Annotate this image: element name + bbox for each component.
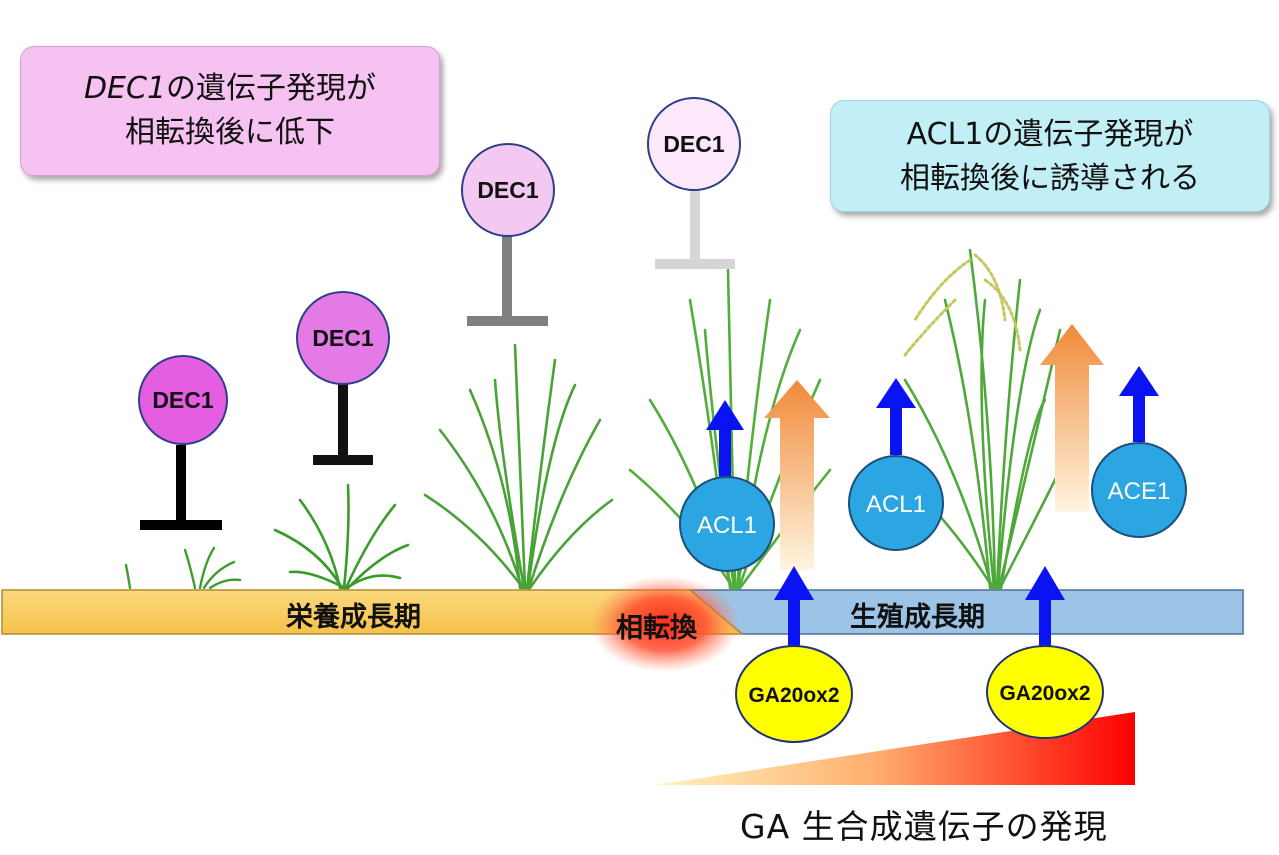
phase-bar [1, 576, 1244, 672]
reproductive-phase-label: 生殖成長期 [850, 602, 985, 633]
ga20ox2-circle-1 [735, 645, 853, 743]
dec1-circle-3 [461, 143, 555, 237]
blue-arrow-ga1-up [774, 566, 814, 648]
orange-arrow-1 [764, 380, 830, 570]
dec1-note-line1-rest: の遺伝子発現が [166, 71, 377, 106]
vegetative-phase-bar [1, 589, 745, 635]
orange-up-arrows [764, 324, 1104, 570]
dec1-circle-1 [138, 355, 228, 445]
dec1-inhibitors [140, 190, 735, 530]
dec1-label-2: DEC1 [312, 325, 374, 351]
inhibitor-4 [655, 190, 735, 269]
rice-plant-2 [273, 483, 410, 590]
acl1-label-2: ACL1 [866, 491, 926, 518]
ga20ox2-label-1: GA20ox2 [748, 684, 839, 707]
blue-arrow-ga2-up [1025, 566, 1065, 646]
blue-arrow-acl1-up [706, 400, 744, 478]
ace1-circle [1091, 442, 1187, 538]
dec1-circle-4 [647, 97, 741, 191]
ga-circles: GA20ox2 GA20ox2 [735, 645, 1104, 743]
dec1-label-4: DEC1 [663, 131, 725, 157]
dec1-expression-note: DEC1の遺伝子発現が 相転換後に低下 [20, 46, 440, 176]
inhibitor-1 [140, 445, 222, 530]
ga-expression-label: GA 生合成遺伝子の発現 [740, 807, 1108, 846]
inhibitor-3 [467, 236, 548, 326]
acl1-label-1: ACL1 [697, 512, 757, 539]
ace1-label: ACE1 [1108, 478, 1171, 505]
gene-circles: ACL1 ACL1 ACE1 [679, 442, 1187, 572]
blue-arrow-ace1-up [1119, 366, 1159, 442]
ga20ox2-circle-2 [986, 645, 1104, 739]
dec1-circle-2 [296, 291, 390, 385]
rice-plant-3 [423, 343, 614, 590]
dec1-note-line2: 相転換後に低下 [125, 115, 335, 150]
transition-label: 相転換 [616, 613, 697, 644]
acl1-expression-note: ACL1の遺伝子発現が 相転換後に誘導される [830, 100, 1270, 212]
transition-glow [590, 576, 740, 672]
ga20ox2-label-2: GA20ox2 [999, 682, 1090, 705]
vegetative-phase-label: 栄養成長期 [286, 602, 421, 633]
acl1-circle-1 [679, 476, 775, 572]
acl1-note-line1: ACL1の遺伝子発現が [906, 117, 1194, 152]
dec1-note-line1: DEC1の遺伝子発現が [21, 67, 439, 111]
dec1-label-1: DEC1 [152, 387, 214, 413]
acl1-circle-2 [848, 455, 944, 551]
inhibitor-2 [313, 380, 373, 465]
dec1-circles: DEC1 DEC1 DEC1 DEC1 [138, 97, 741, 445]
rice-plant-1 [124, 546, 242, 590]
rice-panicles [903, 253, 1022, 357]
dec1-label-3: DEC1 [477, 177, 539, 203]
blue-arrows [706, 366, 1159, 648]
blue-arrow-acl1b-up [876, 378, 916, 455]
dec1-note-italic: DEC1 [83, 71, 167, 106]
orange-arrow-2 [1040, 324, 1104, 512]
acl1-note-line2: 相転換後に誘導される [900, 161, 1200, 196]
